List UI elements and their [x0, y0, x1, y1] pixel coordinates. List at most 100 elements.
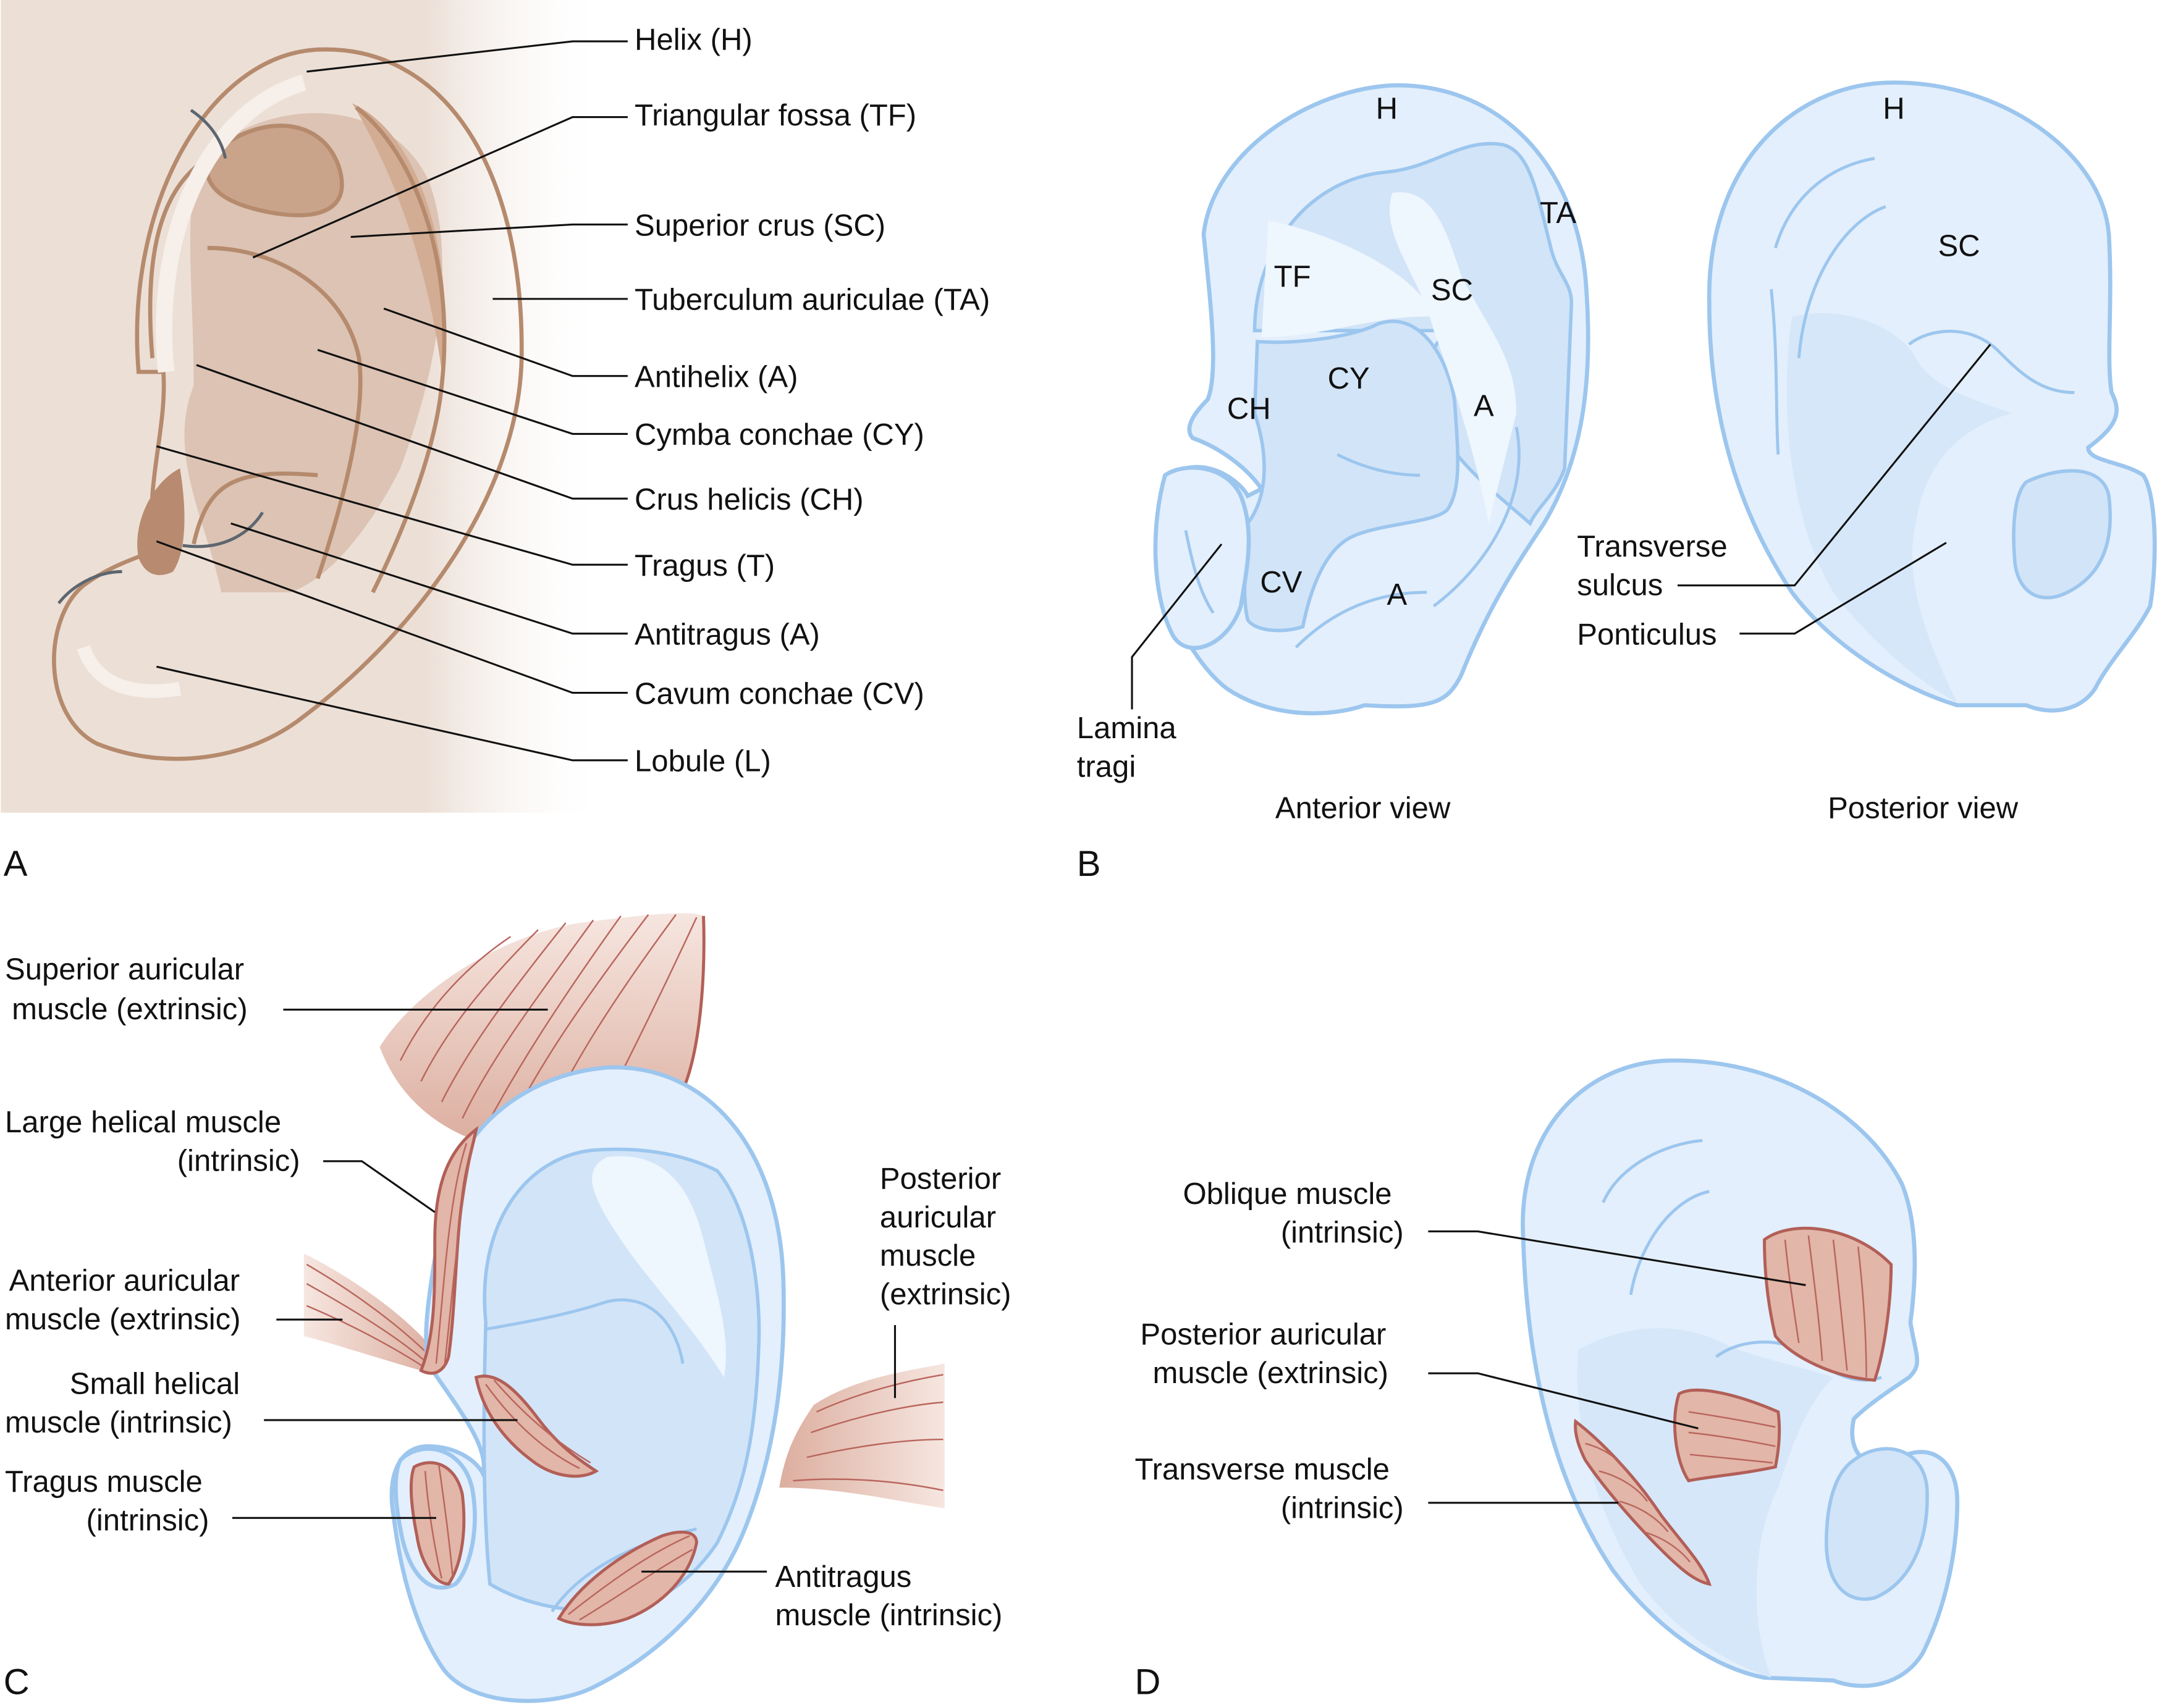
abbr-h-anterior: H [1376, 92, 1398, 125]
label-large-helical-1: Large helical muscle [5, 1106, 281, 1139]
label-lobule: Lobule (L) [635, 745, 771, 778]
panel-d: Oblique muscle (intrinsic) Posterior aur… [1134, 1058, 1960, 1702]
label-superior-crus: Superior crus (SC) [635, 209, 885, 242]
antitragus-muscle [556, 1530, 698, 1626]
transverse-muscle [1574, 1418, 1712, 1586]
panel-c: Superior auricular muscle (extrinsic) La… [4, 913, 1011, 1703]
gray-arc-bottom [57, 570, 122, 605]
ridge-1-posterior [1773, 157, 1875, 249]
ridge-2-posterior [1797, 205, 1886, 358]
label-antihelix: Antihelix (A) [635, 361, 798, 394]
helix-inner-a [148, 156, 209, 359]
label-tragus: Tragus (T) [635, 549, 775, 583]
oblique-muscle-fibers [1784, 1235, 1867, 1378]
label-ponticulus: Ponticulus [1577, 618, 1717, 652]
label-posterior-auricular-c-4: (extrinsic) [880, 1278, 1011, 1311]
label-tragus-muscle-2: (intrinsic) [87, 1504, 209, 1537]
ear-outline-a [52, 47, 524, 761]
eminentia-posterior [2012, 469, 2112, 600]
abbr-ta-anterior: TA [1540, 196, 1576, 230]
abbr-ch-anterior: CH [1227, 392, 1271, 426]
anterior-auricular-fibers [306, 1263, 431, 1369]
label-superior-auricular-1: Superior auricular [5, 953, 244, 986]
label-posterior-auricular-c-1: Posterior [880, 1162, 1001, 1195]
label-posterior-auricular-c-2: auricular [880, 1201, 996, 1234]
triangular-fossa-a [205, 124, 344, 217]
label-transverse-1: Transverse muscle [1134, 1453, 1389, 1486]
helix-hilite-a [156, 74, 306, 373]
label-posterior-auricular-c-3: muscle [880, 1239, 976, 1273]
label-triangular-fossa: Triangular fossa (TF) [635, 99, 916, 132]
abbr-a-upper-anterior: A [1474, 389, 1494, 423]
antitragus-fibers [568, 1535, 693, 1621]
label-lamina-tragi-2: tragi [1077, 751, 1136, 784]
abbr-h-posterior: H [1883, 92, 1904, 125]
label-cymba-conchae: Cymba conchae (CY) [635, 418, 924, 452]
posterior-auricular-fibers-c [793, 1374, 944, 1491]
abbr-sc-posterior: SC [1938, 230, 1980, 263]
sc-hilite-anterior [1389, 192, 1517, 524]
panel-c-leaders [232, 1008, 897, 1573]
label-oblique-1: Oblique muscle [1183, 1177, 1392, 1211]
panel-letter-a: A [4, 844, 28, 884]
label-small-helical-2: muscle (intrinsic) [5, 1406, 232, 1439]
label-large-helical-2: (intrinsic) [177, 1144, 300, 1177]
label-lamina-tragi-1: Lamina [1077, 712, 1177, 745]
large-helical-muscle [419, 1125, 479, 1375]
posterior-auricular-muscle-c [779, 1363, 945, 1508]
anterior-auricular-muscle [303, 1253, 439, 1371]
leader-transverse-sulcus [1678, 343, 1991, 587]
label-antitragus-muscle-1: Antitragus [775, 1560, 911, 1594]
lamina-tragi-anterior [1153, 465, 1251, 650]
label-transverse-sulcus-2: sulcus [1577, 568, 1663, 602]
label-anterior-auricular-1: Anterior auricular [9, 1264, 240, 1297]
leader-lamina-tragi [1131, 543, 1223, 710]
cymba-line-a [207, 246, 363, 579]
ridge-left-posterior [1770, 289, 1780, 455]
caption-posterior-view: Posterior view [1828, 792, 2019, 825]
concha-back-posterior [1786, 313, 2012, 703]
label-transverse-2: (intrinsic) [1281, 1491, 1404, 1525]
large-helical-fibers [435, 1143, 473, 1367]
lamina-line-anterior [1184, 530, 1215, 614]
antitragus-line-a [192, 471, 318, 545]
tragus-a [137, 468, 185, 576]
label-antitragus-muscle-2: muscle (intrinsic) [775, 1599, 1002, 1632]
cymba-divider-c [485, 1298, 685, 1364]
label-posterior-auricular-d-1: Posterior auricular [1140, 1318, 1386, 1351]
transverse-sulcus-ridge [1908, 329, 2075, 394]
abbr-tf-anterior: TF [1274, 260, 1311, 293]
label-small-helical-1: Small helical [70, 1368, 240, 1401]
panel-letter-c: C [4, 1663, 30, 1702]
label-anterior-auricular-2: muscle (extrinsic) [5, 1303, 241, 1336]
posterior-auricular-fibers-d [1688, 1411, 1776, 1464]
antihelix-line-anterior [1432, 426, 1521, 608]
label-antitragus: Antitragus (A) [635, 618, 820, 652]
posterior-auricular-muscle-d [1673, 1388, 1781, 1483]
leader-ponticulus [1739, 542, 1947, 635]
panel-letter-d: D [1134, 1663, 1160, 1702]
panel-a-leaders [156, 40, 628, 762]
antihelix-hilite-c [592, 1156, 726, 1378]
leader-posterior-auricular-d [1428, 1372, 1699, 1429]
abbr-cy-anterior: CY [1328, 362, 1370, 395]
abbr-cv-anterior: CV [1260, 566, 1302, 599]
tf-hilite-anterior [1261, 220, 1434, 338]
abbr-a-lower-anterior: A [1387, 578, 1408, 612]
small-helical-fibers [485, 1379, 591, 1470]
ridge-2-d [1629, 1190, 1710, 1295]
small-helical-muscle [474, 1374, 599, 1478]
label-transverse-sulcus-1: Transverse [1577, 530, 1728, 563]
antihelix-line-a [355, 106, 447, 594]
leader-oblique [1428, 1230, 1806, 1286]
panel-b-posterior: H SC Transverse sulcus Ponticulus Poster… [1577, 80, 2157, 825]
label-superior-auricular-2: muscle (extrinsic) [12, 993, 248, 1026]
cy-line-anterior [1336, 453, 1421, 477]
panel-letter-b: B [1077, 844, 1101, 884]
label-tuberculum-auriculae: Tuberculum auriculae (TA) [635, 284, 990, 317]
caption-anterior-view: Anterior view [1275, 792, 1451, 825]
label-posterior-auricular-d-2: muscle (extrinsic) [1152, 1357, 1388, 1390]
eminentia-d [1825, 1447, 1929, 1601]
gray-arc-top [190, 109, 227, 159]
